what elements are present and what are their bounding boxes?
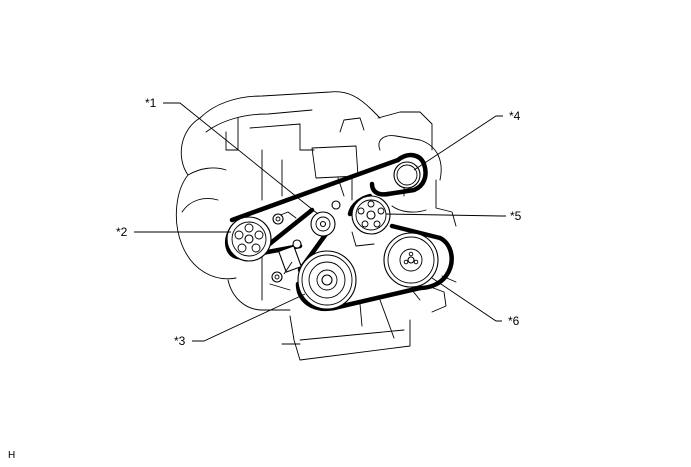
callout-label-3: *3 [174,334,186,348]
leader-lines [134,102,506,342]
pulley-4-alternator [393,161,421,189]
pulley-1-idler [310,200,341,237]
callout-label-5: *5 [510,209,522,223]
pulley-2-water-pump [226,216,272,262]
callout-label-6: *6 [508,314,520,328]
callout-label-4: *4 [509,109,521,123]
engine-outline [175,91,457,361]
pulley-5 [351,195,391,235]
callout-label-2: *2 [116,225,128,239]
pulley-6 [383,232,439,288]
tensioner-bracket [271,213,302,283]
figure-code: H [8,450,15,461]
pulley-3-crankshaft [297,250,357,310]
callout-label-1: *1 [145,96,157,110]
